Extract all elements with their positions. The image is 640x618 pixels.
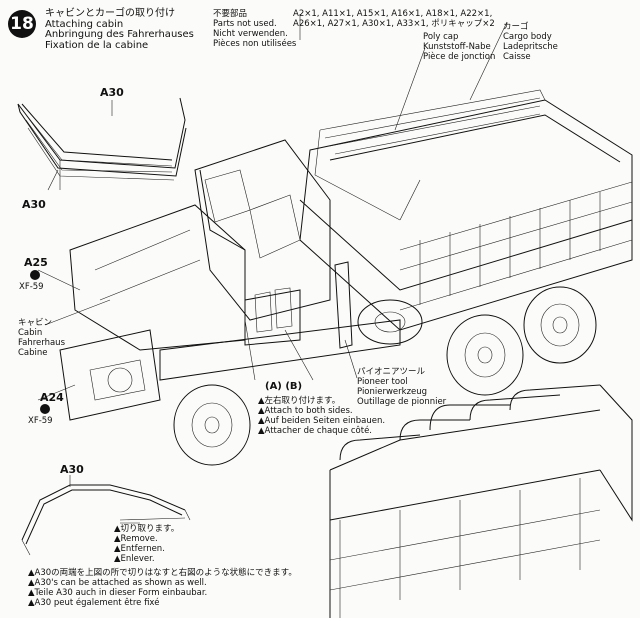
step-number-badge: 18 (8, 10, 36, 38)
part-label-a30-lower: A30 (60, 463, 84, 476)
cabin-label-de: Fahrerhaus (18, 338, 65, 348)
part-label-a24: A24 (40, 391, 64, 404)
footer-note-de: ▲Teile A30 auch in dieser Form einbaubar… (28, 588, 208, 598)
polycap-label-de: Kunststoff-Nabe (423, 42, 491, 52)
cargo-label-en: Cargo body (503, 32, 552, 42)
paint-drop-icon (30, 270, 40, 280)
part-label-a30-top: A30 (100, 86, 124, 99)
polycap-label-fr: Pièce de jonction (423, 52, 496, 62)
cargo-label: カーゴ Cargo body Ladepritsche Caisse (503, 22, 558, 62)
remove-note: ▲切り取ります。 ▲Remove. ▲Entfernen. ▲Enlever. (114, 524, 179, 564)
paint-drop-icon (40, 404, 50, 414)
unused-parts-list-line1: A2×1, A11×1, A15×1, A16×1, A18×1, A22×1, (293, 9, 493, 19)
a30-single-drawing (21, 475, 191, 556)
paint-label-xf59-b: XF-59 (28, 416, 53, 426)
pioneer-tool-label: パイオニアツール Pioneer tool Pionierwerkzeug Ou… (357, 367, 446, 407)
cargo-label-de: Ladepritsche (503, 42, 558, 52)
remove-note-de: ▲Entfernen. (114, 544, 165, 554)
paint-label-xf59-a: XF-59 (19, 282, 44, 292)
step-title-de: Anbringung des Fahrerhauses (45, 29, 194, 40)
sides-note-en: ▲Attach to both sides. (258, 406, 353, 416)
step-title-block: キャビンとカーゴの取り付け Attaching cabin Anbringung… (45, 8, 194, 51)
remove-note-fr: ▲Enlever. (114, 554, 155, 564)
footer-note: ▲A30の両端を上図の所で切りはなすと右図のような状態にできます。 ▲A30's… (28, 568, 297, 608)
tool-label-en: Pioneer tool (357, 377, 408, 387)
truck-cabin-drawing (59, 139, 401, 421)
sides-note-fr: ▲Attacher de chaque côté. (258, 426, 373, 436)
footer-note-fr: ▲A30 peut également être fixé (28, 598, 160, 608)
unused-parts-fr: Pièces non utilisées (213, 39, 297, 49)
polycap-label-en: Poly cap (423, 32, 459, 42)
polycap-label: Poly cap Kunststoff-Nabe Pièce de joncti… (423, 32, 495, 62)
step-number: 18 (10, 14, 34, 34)
cargo-label-fr: Caisse (503, 52, 531, 62)
sides-note-ja: ▲左右取り付けます。 (258, 396, 341, 406)
cargo-label-ja: カーゴ (503, 22, 529, 32)
unused-parts-de: Nicht verwenden. (213, 29, 288, 39)
tool-label-fr: Outillage de pionnier (357, 397, 447, 407)
step-title-fr: Fixation de la cabine (45, 39, 149, 51)
cabin-label-en: Cabin (18, 328, 43, 338)
wheels-drawing (173, 286, 597, 466)
sides-note-de: ▲Auf beiden Seiten einbauen. (258, 416, 386, 426)
cabin-label-fr: Cabine (18, 348, 48, 358)
footer-note-ja: ▲A30の両端を上図の所で切りはなすと右図のような状態にできます。 (28, 568, 297, 578)
sides-marks: (A) (B) (265, 381, 303, 392)
unused-parts-en: Parts not used. (213, 19, 277, 29)
tool-label-ja: パイオニアツール (357, 367, 426, 377)
remove-note-en: ▲Remove. (114, 534, 158, 544)
cabin-label-ja: キャビン (18, 318, 53, 328)
unused-parts-block: 不要部品 Parts not used. Nicht verwenden. Pi… (213, 9, 296, 49)
leader-lines (37, 14, 508, 401)
tool-label-de: Pionierwerkzeug (357, 387, 428, 397)
unused-parts-list-line2: A26×1, A27×1, A30×1, A33×1, ポリキャップ×2 (293, 19, 495, 29)
step-title-ja: キャビンとカーゴの取り付け (45, 8, 175, 19)
unused-parts-title: 不要部品 (213, 9, 248, 19)
cargo-bows-drawing (329, 384, 633, 618)
cabin-label: キャビン Cabin Fahrerhaus Cabine (18, 318, 65, 358)
sides-note: ▲左右取り付けます。 ▲Attach to both sides. ▲Auf b… (258, 396, 385, 436)
step-title-en: Attaching cabin (45, 18, 124, 30)
part-label-a30-bottom: A30 (22, 198, 46, 211)
unused-parts-list: A2×1, A11×1, A15×1, A16×1, A18×1, A22×1,… (293, 9, 495, 29)
remove-note-ja: ▲切り取ります。 (114, 524, 180, 534)
part-label-a25: A25 (24, 256, 48, 269)
a30-frame-drawing (17, 97, 187, 191)
cargo-body-drawing (299, 89, 633, 331)
footer-note-en: ▲A30's can be attached as shown as well. (28, 578, 207, 588)
